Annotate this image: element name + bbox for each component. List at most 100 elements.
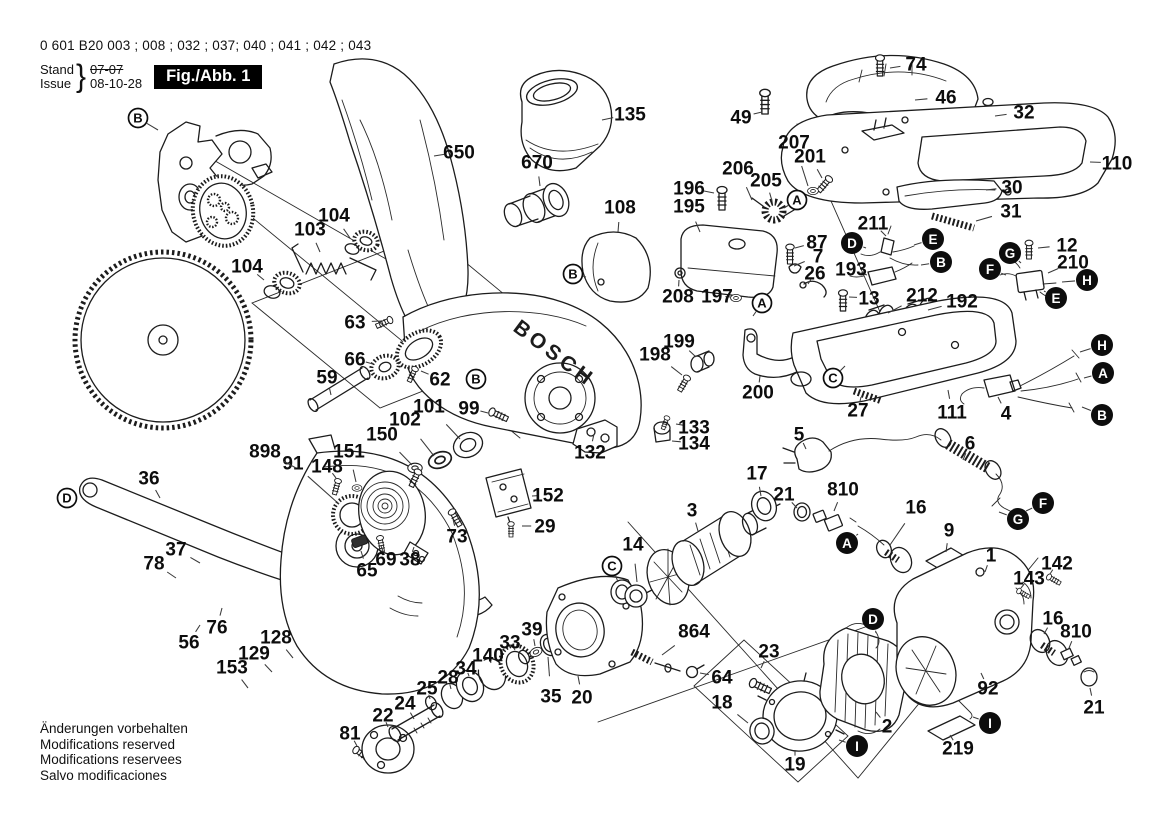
ref-letter-D: D	[862, 608, 884, 630]
part-label-21: 21	[1083, 698, 1105, 719]
part-label-864: 864	[678, 622, 710, 643]
part-label-211: 211	[858, 214, 889, 235]
part-label-19: 19	[784, 755, 805, 776]
part-label-23: 23	[758, 642, 779, 663]
svg-text:C: C	[607, 559, 617, 574]
lever-art	[675, 328, 802, 394]
ref-letter-D: D	[841, 232, 863, 254]
part-label-99: 99	[458, 399, 479, 420]
ref-letter-B: B	[562, 263, 584, 285]
part-label-16: 16	[1042, 609, 1063, 630]
svg-text:B: B	[568, 267, 577, 282]
part-label-24: 24	[394, 694, 416, 715]
part-label-207: 207	[778, 133, 810, 154]
notice-line-de: Änderungen vorbehalten	[40, 721, 188, 736]
part-label-128: 128	[260, 628, 292, 649]
part-label-18: 18	[711, 693, 732, 714]
notice-line-fr: Modifications reservees	[40, 752, 182, 767]
part-label-65: 65	[356, 561, 378, 582]
part-label-111: 111	[937, 403, 967, 424]
ref-letter-B: B	[1091, 404, 1113, 426]
svg-text:D: D	[847, 236, 857, 251]
part-label-810: 810	[827, 480, 859, 501]
part-label-206: 206	[722, 159, 754, 180]
part-label-101: 101	[413, 397, 445, 418]
part-label-195: 195	[673, 197, 705, 218]
part-label-7: 7	[813, 247, 824, 268]
svg-text:C: C	[828, 371, 838, 386]
part-label-78: 78	[143, 554, 164, 575]
svg-text:H: H	[1097, 338, 1107, 353]
part-label-205: 205	[750, 171, 782, 192]
base-frame-art	[790, 296, 1017, 405]
deflector-art	[581, 231, 651, 303]
part-label-192: 192	[946, 292, 978, 313]
part-label-81: 81	[339, 724, 361, 745]
part-label-22: 22	[372, 706, 393, 727]
part-label-62: 62	[429, 370, 450, 391]
part-label-129: 129	[238, 644, 270, 665]
ref-letter-F: F	[1032, 492, 1054, 514]
part-label-34: 34	[455, 659, 477, 680]
svg-text:B: B	[936, 255, 946, 270]
part-label-104: 104	[318, 206, 350, 227]
title-block: 0 601 B20 003 ; 008 ; 032 ; 037; 040 ; 0…	[40, 38, 371, 94]
stand-issue-values: 07-07 08-10-28	[90, 63, 142, 91]
part-label-110: 110	[1102, 154, 1133, 175]
svg-text:G: G	[1013, 512, 1024, 527]
part-label-142: 142	[1041, 554, 1073, 575]
part-label-91: 91	[282, 454, 304, 475]
svg-text:G: G	[1005, 246, 1016, 261]
part-label-92: 92	[977, 679, 998, 700]
svg-text:E: E	[1051, 291, 1060, 306]
spring-set-art	[263, 229, 380, 299]
svg-text:A: A	[842, 536, 852, 551]
part-label-151: 151	[333, 442, 365, 463]
svg-text:B: B	[471, 372, 480, 387]
stand-value: 07-07	[90, 62, 124, 77]
part-label-104: 104	[231, 257, 263, 278]
part-label-26: 26	[804, 264, 825, 285]
part-label-133: 133	[678, 418, 710, 439]
part-label-59: 59	[316, 368, 337, 389]
part-label-25: 25	[416, 679, 438, 700]
lower-guard-art	[279, 434, 480, 695]
modifications-notice: Änderungen vorbehalten Modifications res…	[40, 721, 188, 783]
part-label-193: 193	[835, 260, 867, 281]
ref-letter-E: E	[922, 228, 944, 250]
part-label-150: 150	[366, 425, 398, 446]
ref-letter-I: I	[979, 712, 1001, 734]
part-label-200: 200	[742, 383, 774, 404]
ref-letter-G: G	[1007, 508, 1029, 530]
svg-text:A: A	[1098, 366, 1108, 381]
part-label-810: 810	[1060, 622, 1092, 643]
issue-value: 08-10-28	[90, 76, 143, 91]
part-label-670: 670	[521, 153, 553, 174]
part-label-20: 20	[571, 688, 592, 709]
part-label-56: 56	[178, 633, 199, 654]
ref-letter-C: C	[822, 367, 844, 389]
svg-text:H: H	[1082, 273, 1092, 288]
part-label-35: 35	[540, 687, 562, 708]
part-label-210: 210	[1057, 253, 1089, 274]
gear-housing-art	[545, 575, 705, 679]
notice-line-en: Modifications reserved	[40, 736, 176, 752]
part-label-208: 208	[662, 287, 694, 308]
part-label-152: 152	[532, 486, 564, 507]
part-label-132: 132	[574, 443, 606, 464]
part-label-16: 16	[905, 498, 926, 519]
switch-cover-art	[674, 173, 835, 302]
part-label-219: 219	[942, 739, 974, 760]
part-label-30: 30	[1001, 178, 1022, 199]
pivot-bracket-art	[572, 414, 671, 454]
harness-art	[959, 349, 1082, 413]
part-label-39: 39	[521, 620, 542, 641]
part-label-14: 14	[622, 535, 644, 556]
ref-letter-H: H	[1091, 334, 1113, 356]
dust-elbow-art	[519, 69, 613, 172]
ref-letter-E: E	[1045, 287, 1067, 309]
svg-text:B: B	[1097, 408, 1107, 423]
part-label-197: 197	[701, 287, 733, 308]
